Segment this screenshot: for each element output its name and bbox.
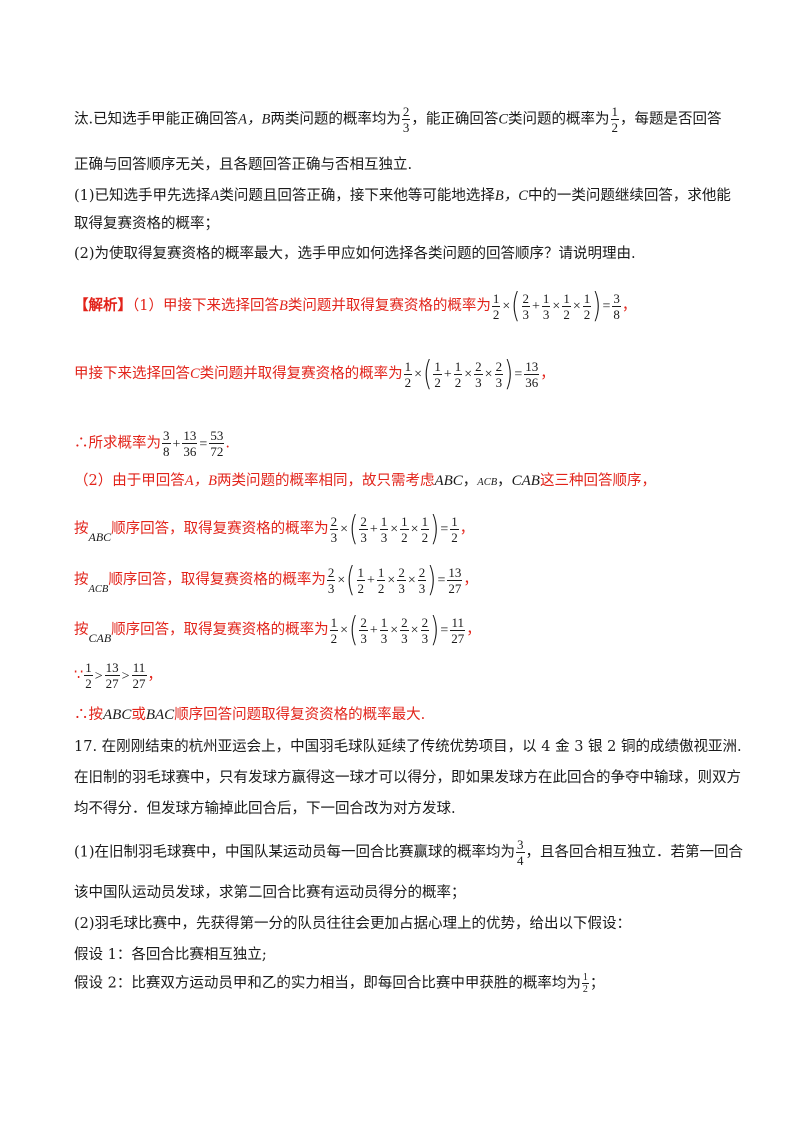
problem-line-2: 正确与回答顺序无关，且各题回答正确与否相互独立. bbox=[74, 157, 413, 173]
text: 汰.已知选手甲能正确回答 bbox=[74, 111, 239, 128]
solution-tag: 【解析】 bbox=[74, 297, 132, 314]
text: 类问题的概率为 bbox=[508, 111, 610, 128]
q17-line-6: (2)羽毛球比赛中，先获得第一分的队员往往会更加占据心理上的优势，给出以下假设： bbox=[74, 916, 632, 932]
text: ，能正确回答 bbox=[411, 111, 499, 128]
question-1-line-1: (1)已知选手甲先选择A类问题且回答正确，接下来他等可能地选择B，C中的一类问题… bbox=[74, 188, 731, 204]
solution-line-9: ∴按ABC或BAC顺序回答问题取得复资资格的概率最大. bbox=[74, 707, 426, 723]
text: ，每题是否回答 bbox=[620, 111, 722, 128]
q17-line-3: 均不得分．但发球方输掉此回合后，下一回合改为对方发球. bbox=[74, 801, 456, 817]
q17-line-1: 17. 在刚刚结束的杭州亚运会上，中国羽毛球队延续了传统优势项目，以 4 金 3… bbox=[74, 739, 742, 755]
solution-line-4: （2）由于甲回答A，B两类问题的概率相同，故只需考虑ABC，ACB，CAB这三种… bbox=[74, 473, 656, 489]
math-var: A，B bbox=[238, 111, 271, 128]
math-var: C bbox=[498, 111, 508, 128]
text: 两类问题的概率均为 bbox=[270, 111, 401, 128]
q17-line-2: 在旧制的羽毛球赛中，只有发球方赢得这一球才可以得分，即如果发球方在此回合的争夺中… bbox=[74, 770, 741, 786]
q17-line-7: 假设 1：各回合比赛相互独立; bbox=[74, 947, 267, 963]
question-2-line: (2)为使取得复赛资格的概率最大，选手甲应如何选择各类问题的回答顺序？请说明理由… bbox=[74, 246, 636, 262]
question-1-line-2: 取得复赛资格的概率； bbox=[74, 216, 219, 232]
q17-line-5: 该中国队运动员发球，求第二回合比赛有运动员得分的概率； bbox=[74, 885, 466, 901]
